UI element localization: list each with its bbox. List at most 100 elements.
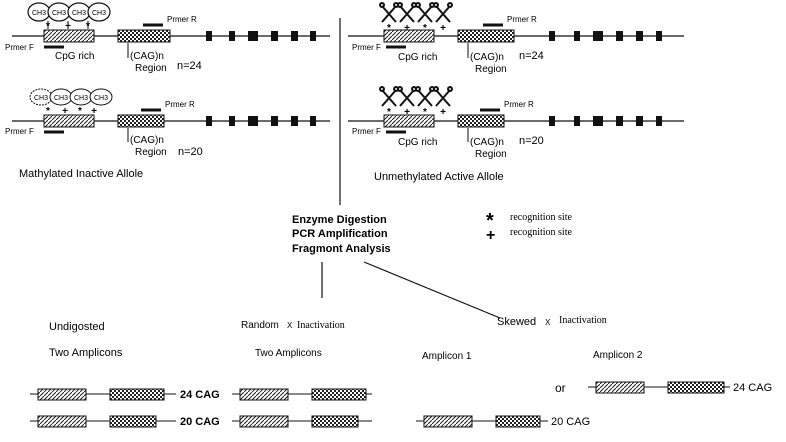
workflow-step-pcr: PCR Amplification bbox=[292, 228, 388, 240]
repeat-count-label: n=24 bbox=[177, 60, 202, 72]
plus-site-marker: + bbox=[91, 106, 97, 117]
unmethylated-allele-n20: * + * + Prmer F Prmer R CpG rich (CAG)n … bbox=[348, 86, 684, 183]
exon-block bbox=[229, 31, 235, 41]
star-site-marker: * bbox=[423, 107, 427, 118]
legend: * recognition site + recognition site bbox=[486, 210, 572, 244]
exon-block bbox=[271, 116, 278, 126]
legend-star-text: recognition site bbox=[510, 212, 572, 223]
exon-block bbox=[636, 116, 643, 126]
enzyme-scissors bbox=[379, 86, 453, 107]
skewed-inactivation-title: X bbox=[545, 318, 551, 327]
amplicon-skewed-24: 24 CAG bbox=[588, 381, 772, 394]
cpg-island-block bbox=[423, 415, 473, 428]
workflow-steps: Enzyme Digestion PCR Amplification Fragm… bbox=[292, 214, 501, 319]
cpg-island-block bbox=[43, 29, 95, 43]
exon-block bbox=[229, 116, 235, 126]
cag-repeat-block bbox=[457, 114, 505, 128]
cag-region-label: (CAG)n bbox=[130, 135, 164, 146]
exon-block bbox=[248, 116, 258, 126]
ch3-label: CH3 bbox=[94, 95, 108, 102]
cpg-island-block bbox=[37, 415, 87, 428]
cag-region-label: Region bbox=[135, 63, 167, 74]
cag-repeat-block bbox=[311, 388, 367, 401]
cag-region-label: (CAG)n bbox=[130, 51, 164, 62]
cag-size-label: 20 CAG bbox=[551, 416, 590, 428]
primer-r-label: Prmer R bbox=[165, 100, 195, 109]
methylated-allele-n24: CH3 CH3 CH3 CH3 * + * Prmer F Prmer R Cp… bbox=[5, 2, 330, 74]
exon-block bbox=[616, 31, 623, 41]
exon-block bbox=[549, 116, 555, 126]
star-site-marker: * bbox=[423, 23, 427, 34]
undigested-title: Undigosted bbox=[49, 321, 105, 333]
amplicon-random-20 bbox=[232, 415, 372, 428]
primer-f-label: Prmer F bbox=[352, 127, 381, 136]
cag-region-label: (CAG)n bbox=[470, 52, 504, 63]
primer-r-label: Prmer R bbox=[504, 100, 534, 109]
cag-region-label: Region bbox=[475, 64, 507, 75]
exon-block bbox=[291, 116, 298, 126]
cpg-island-block bbox=[43, 114, 95, 128]
star-site-marker: * bbox=[46, 21, 50, 32]
methyl-groups: CH3 CH3 CH3 CH3 bbox=[29, 88, 113, 106]
cpg-island-block bbox=[37, 388, 87, 401]
exon-block bbox=[616, 116, 623, 126]
skewed-inactivation-title: Inactivation bbox=[559, 315, 607, 326]
cpg-island-block bbox=[383, 29, 435, 43]
ch3-label: CH3 bbox=[34, 95, 48, 102]
undigested-subtitle: Two Amplicons bbox=[49, 347, 123, 359]
enzyme-scissors bbox=[379, 2, 453, 23]
cag-size-label: 24 CAG bbox=[180, 389, 220, 401]
exon-block bbox=[310, 116, 316, 126]
exon-block bbox=[549, 31, 555, 41]
amplicon-random-24 bbox=[232, 388, 372, 401]
cag-repeat-block bbox=[117, 29, 171, 43]
cag-region-label: Region bbox=[475, 149, 507, 160]
cpg-island-block bbox=[595, 381, 645, 394]
repeat-count-label: n=24 bbox=[519, 50, 544, 62]
exon-block bbox=[206, 116, 212, 126]
cag-repeat-block bbox=[457, 29, 515, 43]
cag-repeat-block bbox=[109, 415, 157, 428]
ch3-label: CH3 bbox=[92, 10, 106, 17]
amplicon-1-label: Amplicon 1 bbox=[422, 351, 472, 362]
legend-star-symbol: * bbox=[486, 210, 494, 232]
cag-size-label: 20 CAG bbox=[180, 416, 220, 428]
workflow-step-fragment: Fragmont Analysis bbox=[292, 243, 391, 255]
plus-site-marker: + bbox=[440, 23, 446, 34]
random-inactivation-title: Inactivation bbox=[297, 320, 345, 331]
repeat-count-label: n=20 bbox=[178, 146, 203, 158]
exon-block bbox=[636, 31, 643, 41]
repeat-count-label: n=20 bbox=[519, 135, 544, 147]
cpg-rich-label: CpG rich bbox=[55, 51, 94, 62]
cpg-rich-label: CpG rich bbox=[398, 137, 437, 148]
cag-repeat-block bbox=[117, 114, 165, 128]
ch3-label: CH3 bbox=[74, 95, 88, 102]
star-site-marker: * bbox=[387, 23, 391, 34]
legend-plus-text: recognition site bbox=[510, 227, 572, 238]
cag-region-label: Region bbox=[135, 147, 167, 158]
primer-r-label: Prmer R bbox=[507, 15, 537, 24]
exon-block bbox=[574, 31, 580, 41]
star-site-marker: * bbox=[46, 106, 50, 117]
cag-region-label: (CAG)n bbox=[470, 137, 504, 148]
primer-f-label: Prmer F bbox=[352, 43, 381, 52]
star-site-marker: * bbox=[387, 107, 391, 118]
unmethylated-allele-caption: Unmethylated Active Allole bbox=[374, 171, 504, 183]
cpg-rich-label: CpG rich bbox=[398, 52, 437, 63]
primer-f-label: Prmer F bbox=[5, 43, 34, 52]
ch3-label: CH3 bbox=[32, 10, 46, 17]
random-inactivation-title: Random bbox=[241, 320, 279, 331]
cag-repeat-block bbox=[311, 415, 359, 428]
amplicon-undigested-24: 24 CAG bbox=[30, 388, 220, 401]
exon-block bbox=[310, 31, 316, 41]
ch3-label: CH3 bbox=[54, 95, 68, 102]
amplicon-undigested-20: 20 CAG bbox=[30, 415, 220, 428]
skewed-inactivation-title: Skewed bbox=[497, 316, 536, 328]
cpg-island-block bbox=[239, 415, 289, 428]
primer-r-label: Prmer R bbox=[167, 15, 197, 24]
plus-site-marker: + bbox=[62, 106, 68, 117]
plus-site-marker: + bbox=[404, 23, 410, 34]
amplicon-2-label: Amplicon 2 bbox=[593, 350, 643, 361]
cpg-island-block bbox=[383, 114, 435, 128]
